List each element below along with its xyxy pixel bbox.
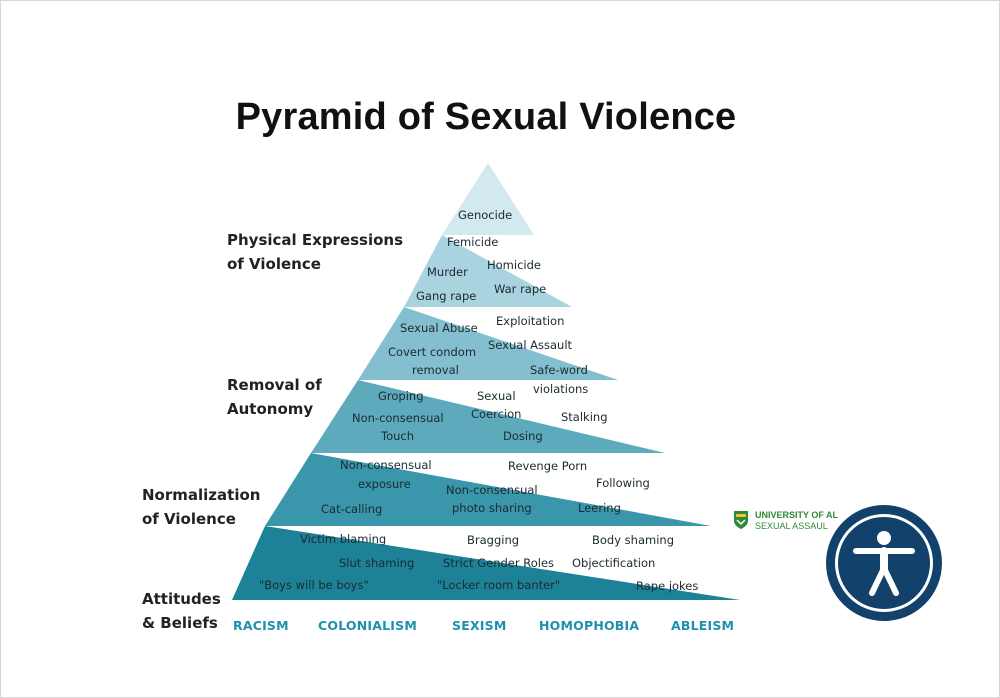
level-label-line: & Beliefs — [142, 614, 218, 632]
item-stalking: Stalking — [561, 410, 608, 424]
item-gang-rape: Gang rape — [416, 289, 477, 303]
accessibility-button[interactable] — [826, 505, 942, 621]
root-homophobia: HOMOPHOBIA — [539, 618, 640, 633]
item-nc-photo-1: Non-consensual — [446, 483, 538, 497]
item-objectification: Objectification — [572, 556, 656, 570]
item-sexual-abuse: Sexual Abuse — [400, 321, 478, 335]
item-body-shaming: Body shaming — [592, 533, 674, 547]
item-bragging: Bragging — [467, 533, 520, 547]
accessibility-ring — [835, 514, 933, 612]
pyramid-band-attitudes — [232, 526, 740, 600]
root-racism: RACISM — [233, 618, 289, 633]
level-label-autonomy: Removal of Autonomy — [227, 373, 322, 421]
level-label-physical: Physical Expressions of Violence — [227, 228, 403, 276]
item-covert-condom-2: removal — [412, 363, 459, 377]
item-nc-exposure-1: Non-consensual — [340, 458, 432, 472]
accessibility-person-icon — [853, 531, 915, 596]
pyramid-band-normalization — [265, 453, 711, 526]
level-label-line: Removal of — [227, 376, 322, 394]
item-revenge-porn: Revenge Porn — [508, 459, 588, 473]
item-slut-shaming: Slut shaming — [339, 556, 415, 570]
item-murder: Murder — [427, 265, 468, 279]
root-colonialism: COLONIALISM — [318, 618, 417, 633]
item-covert-condom-1: Covert condom — [388, 345, 477, 359]
logo-line: UNIVERSITY OF AL — [755, 510, 839, 520]
pyramid-band-autonomy-upper — [358, 307, 618, 380]
item-cat-calling: Cat-calling — [321, 502, 383, 516]
logo-line: SEXUAL ASSAUL — [755, 521, 828, 531]
item-femicide: Femicide — [447, 235, 499, 249]
shield-icon — [734, 511, 748, 529]
item-victim-blaming: Victim blaming — [300, 532, 387, 546]
page-title: Pyramid of Sexual Violence — [235, 96, 737, 138]
pyramid-band-physical — [404, 235, 572, 307]
level-label-line: Attitudes — [142, 590, 221, 608]
item-genocide: Genocide — [458, 208, 513, 222]
pyramid-band-autonomy-lower — [311, 380, 665, 453]
item-homicide: Homicide — [487, 258, 541, 272]
item-boys-will-be-boys: "Boys will be boys" — [259, 578, 369, 592]
item-locker-room-banter: "Locker room banter" — [437, 578, 561, 592]
level-label-line: Physical Expressions — [227, 231, 404, 249]
item-nc-photo-2: photo sharing — [452, 501, 532, 515]
level-label-normalization: Normalization of Violence — [142, 483, 260, 531]
root-sexism: SEXISM — [452, 618, 507, 633]
item-nc-touch-1: Non-consensual — [352, 411, 444, 425]
item-safe-word-2: violations — [533, 382, 589, 396]
root-ableism: ABLEISM — [671, 618, 735, 633]
item-safe-word-1: Safe-word — [530, 363, 588, 377]
level-label-line: Autonomy — [227, 400, 314, 418]
item-strict-gender-roles: Strict Gender Roles — [443, 556, 555, 570]
item-following: Following — [596, 476, 650, 490]
item-nc-touch-2: Touch — [381, 429, 415, 443]
item-dosing: Dosing — [503, 429, 543, 443]
item-leering: Leering — [578, 501, 621, 515]
level-label-line: of Violence — [142, 510, 236, 528]
pyramid-band-apex — [442, 163, 534, 235]
item-sexual-assault: Sexual Assault — [488, 338, 573, 352]
item-sexual-coercion-1: Sexual — [477, 389, 516, 403]
item-exploitation: Exploitation — [496, 314, 565, 328]
level-label-line: Normalization — [142, 486, 261, 504]
item-war-rape: War rape — [494, 282, 547, 296]
item-groping: Groping — [378, 389, 424, 403]
university-logo: UNIVERSITY OF AL SEXUAL ASSAUL — [731, 508, 851, 540]
item-sexual-coercion-2: Coercion — [471, 407, 522, 421]
item-rape-jokes: Rape jokes — [636, 579, 699, 593]
logo-text: UNIVERSITY OF AL SEXUAL ASSAUL — [755, 510, 838, 532]
level-label-attitudes: Attitudes & Beliefs — [142, 587, 221, 635]
item-nc-exposure-2: exposure — [358, 477, 411, 491]
level-label-line: of Violence — [227, 255, 321, 273]
